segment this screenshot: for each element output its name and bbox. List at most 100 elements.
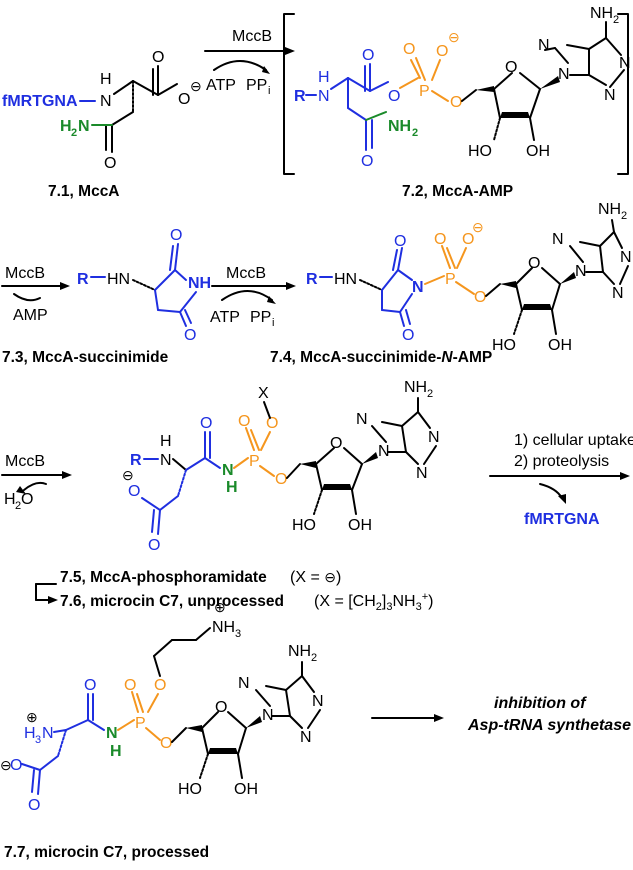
outcome-line-1: inhibition of (494, 695, 587, 712)
svg-text:2: 2 (427, 388, 433, 400)
released-peptide: fMRTGNA (524, 511, 600, 528)
svg-text:O: O (402, 327, 414, 344)
svg-text:N: N (356, 411, 368, 428)
svg-text:P: P (445, 271, 456, 288)
label-7-4-a: 7.4, MccA-succinimide-N-AMP (270, 349, 492, 366)
svg-text:i: i (268, 85, 270, 97)
outcome-line-2: Asp-tRNA synthetase (467, 717, 631, 734)
svg-text:2: 2 (613, 14, 619, 26)
svg-text:O: O (21, 491, 33, 508)
label-7-3: 7.3, MccA-succinimide (2, 349, 169, 366)
svg-text:HO: HO (468, 143, 492, 160)
svg-text:R: R (294, 88, 306, 105)
svg-text:O: O (474, 289, 486, 306)
svg-text:O: O (178, 91, 190, 108)
svg-text:O: O (361, 153, 373, 170)
svg-text:HO: HO (492, 337, 516, 354)
svg-text:O: O (84, 677, 96, 694)
svg-text:P: P (419, 83, 430, 100)
svg-text:N: N (612, 285, 624, 302)
svg-text:NH: NH (388, 118, 411, 135)
svg-text:H: H (318, 69, 330, 86)
svg-text:PP: PP (250, 309, 271, 326)
svg-text:P: P (135, 715, 146, 732)
svg-text:O: O (215, 699, 227, 716)
svg-text:HO: HO (178, 781, 202, 798)
svg-text:O: O (362, 47, 374, 64)
svg-text:2: 2 (412, 127, 418, 139)
svg-text:N: N (262, 707, 274, 724)
svg-text:X: X (258, 385, 269, 402)
label-7-2: 7.2, MccA-AMP (402, 183, 513, 200)
svg-text:MccB: MccB (226, 265, 266, 282)
nh-atom: H (100, 71, 112, 88)
svg-text:N: N (222, 462, 234, 479)
svg-text:NH: NH (598, 201, 621, 218)
svg-text:N: N (78, 118, 90, 135)
svg-text:⊖: ⊖ (190, 78, 202, 94)
svg-text:HO: HO (292, 517, 316, 534)
svg-text:2) proteolysis: 2) proteolysis (514, 453, 609, 470)
svg-text:O: O (394, 233, 406, 250)
svg-text:OH: OH (548, 337, 572, 354)
svg-text:O: O (200, 415, 212, 432)
svg-text:R: R (306, 271, 318, 288)
svg-text:N: N (552, 231, 564, 248)
svg-text:O: O (238, 413, 250, 430)
svg-text:(X = [CH2]3NH3+): (X = [CH2]3NH3+) (314, 591, 434, 613)
svg-text:OH: OH (348, 517, 372, 534)
compound-7-4: R HN O N O P O O ⊖ O O HO O (270, 201, 632, 366)
svg-text:⊕: ⊕ (214, 599, 226, 615)
svg-text:ATP: ATP (210, 309, 240, 326)
svg-text:N: N (558, 66, 570, 83)
svg-text:N: N (620, 249, 632, 266)
svg-text:O: O (160, 735, 172, 752)
svg-text:OH: OH (526, 143, 550, 160)
svg-text:N: N (619, 55, 631, 72)
svg-text:O: O (462, 231, 474, 248)
svg-text:O: O (434, 231, 446, 248)
svg-text:1) cellular uptake: 1) cellular uptake (514, 432, 633, 449)
arrow-step-4: MccB H 2 O (1, 453, 72, 512)
svg-text:HN: HN (107, 271, 130, 288)
svg-text:H: H (160, 433, 172, 450)
svg-text:O: O (170, 227, 182, 244)
compound-7-2: R H N O O P O O ⊖ O O NH 2 O (283, 5, 631, 200)
svg-text:R: R (77, 271, 89, 288)
svg-text:O: O (450, 94, 462, 111)
arrow-step-2: MccB AMP (1, 265, 70, 324)
svg-text:N: N (160, 452, 172, 469)
amide-nh2: H (60, 118, 72, 135)
svg-text:N: N (312, 693, 324, 710)
svg-text:N: N (412, 279, 424, 296)
svg-text:2: 2 (15, 500, 21, 512)
svg-text:O: O (104, 155, 116, 172)
svg-text:MccB: MccB (5, 265, 45, 282)
label-7-1: 7.1, MccA (48, 183, 120, 200)
svg-text:O: O (266, 415, 278, 432)
svg-text:O: O (528, 255, 540, 272)
compound-7-7: H 3 N ⊕ O N H P O O NH 3 ⊕ O O (0, 599, 324, 861)
svg-text:N: N (428, 429, 440, 446)
compound-7-5: R H N O N H P O O X O O HO OH N (122, 379, 440, 554)
svg-text:N: N (300, 729, 312, 746)
svg-text:OH: OH (234, 781, 258, 798)
svg-text:i: i (272, 317, 274, 329)
svg-text:N: N (538, 37, 550, 54)
svg-text:O: O (505, 59, 517, 76)
svg-text:2: 2 (621, 210, 627, 222)
svg-text:2: 2 (311, 652, 317, 664)
svg-text:N: N (575, 263, 587, 280)
svg-text:NH: NH (288, 643, 311, 660)
svg-text:R: R (130, 452, 142, 469)
arrow-uptake: 1) cellular uptake 2) proteolysis fMRTGN… (489, 432, 633, 528)
svg-text:N: N (416, 465, 428, 482)
svg-text:(X = ⊖): (X = ⊖) (290, 569, 341, 586)
svg-text:O: O (330, 435, 342, 452)
svg-text:⊖: ⊖ (448, 29, 460, 45)
svg-text:O: O (152, 49, 164, 66)
peptide-label: fMRTGNA (2, 93, 78, 110)
label-7-5: 7.5, MccA-phosphoramidate (60, 569, 267, 586)
svg-text:⊖: ⊖ (0, 757, 12, 773)
